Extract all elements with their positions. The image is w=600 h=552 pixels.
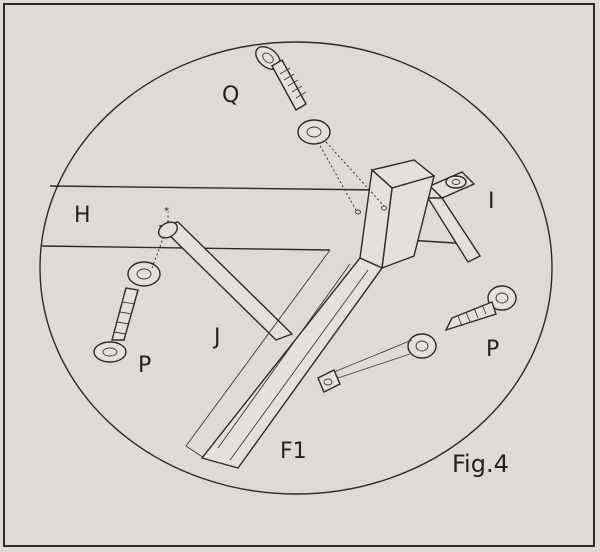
bolt-p-left [93, 235, 165, 363]
label-p-right: P [486, 337, 499, 362]
part-f1-tube [185, 159, 436, 469]
detail-circle [39, 41, 553, 495]
label-i: I [488, 189, 495, 214]
bolt-p-right [333, 285, 517, 379]
label-f1: F1 [280, 439, 307, 464]
washer-q [297, 119, 331, 145]
figure-caption: Fig.4 [452, 450, 509, 478]
diagram-frame [3, 3, 595, 547]
part-i-bracket [426, 171, 482, 263]
label-h: H [74, 203, 91, 228]
svg-text:*: * [164, 206, 169, 217]
washer-p-right [407, 333, 437, 359]
label-p-left: P [138, 353, 151, 378]
bolt-q [255, 45, 385, 211]
part-j-rod: * [157, 206, 294, 341]
label-j: J [212, 325, 221, 350]
label-q: Q [222, 83, 239, 108]
washer-p-left [127, 261, 161, 287]
